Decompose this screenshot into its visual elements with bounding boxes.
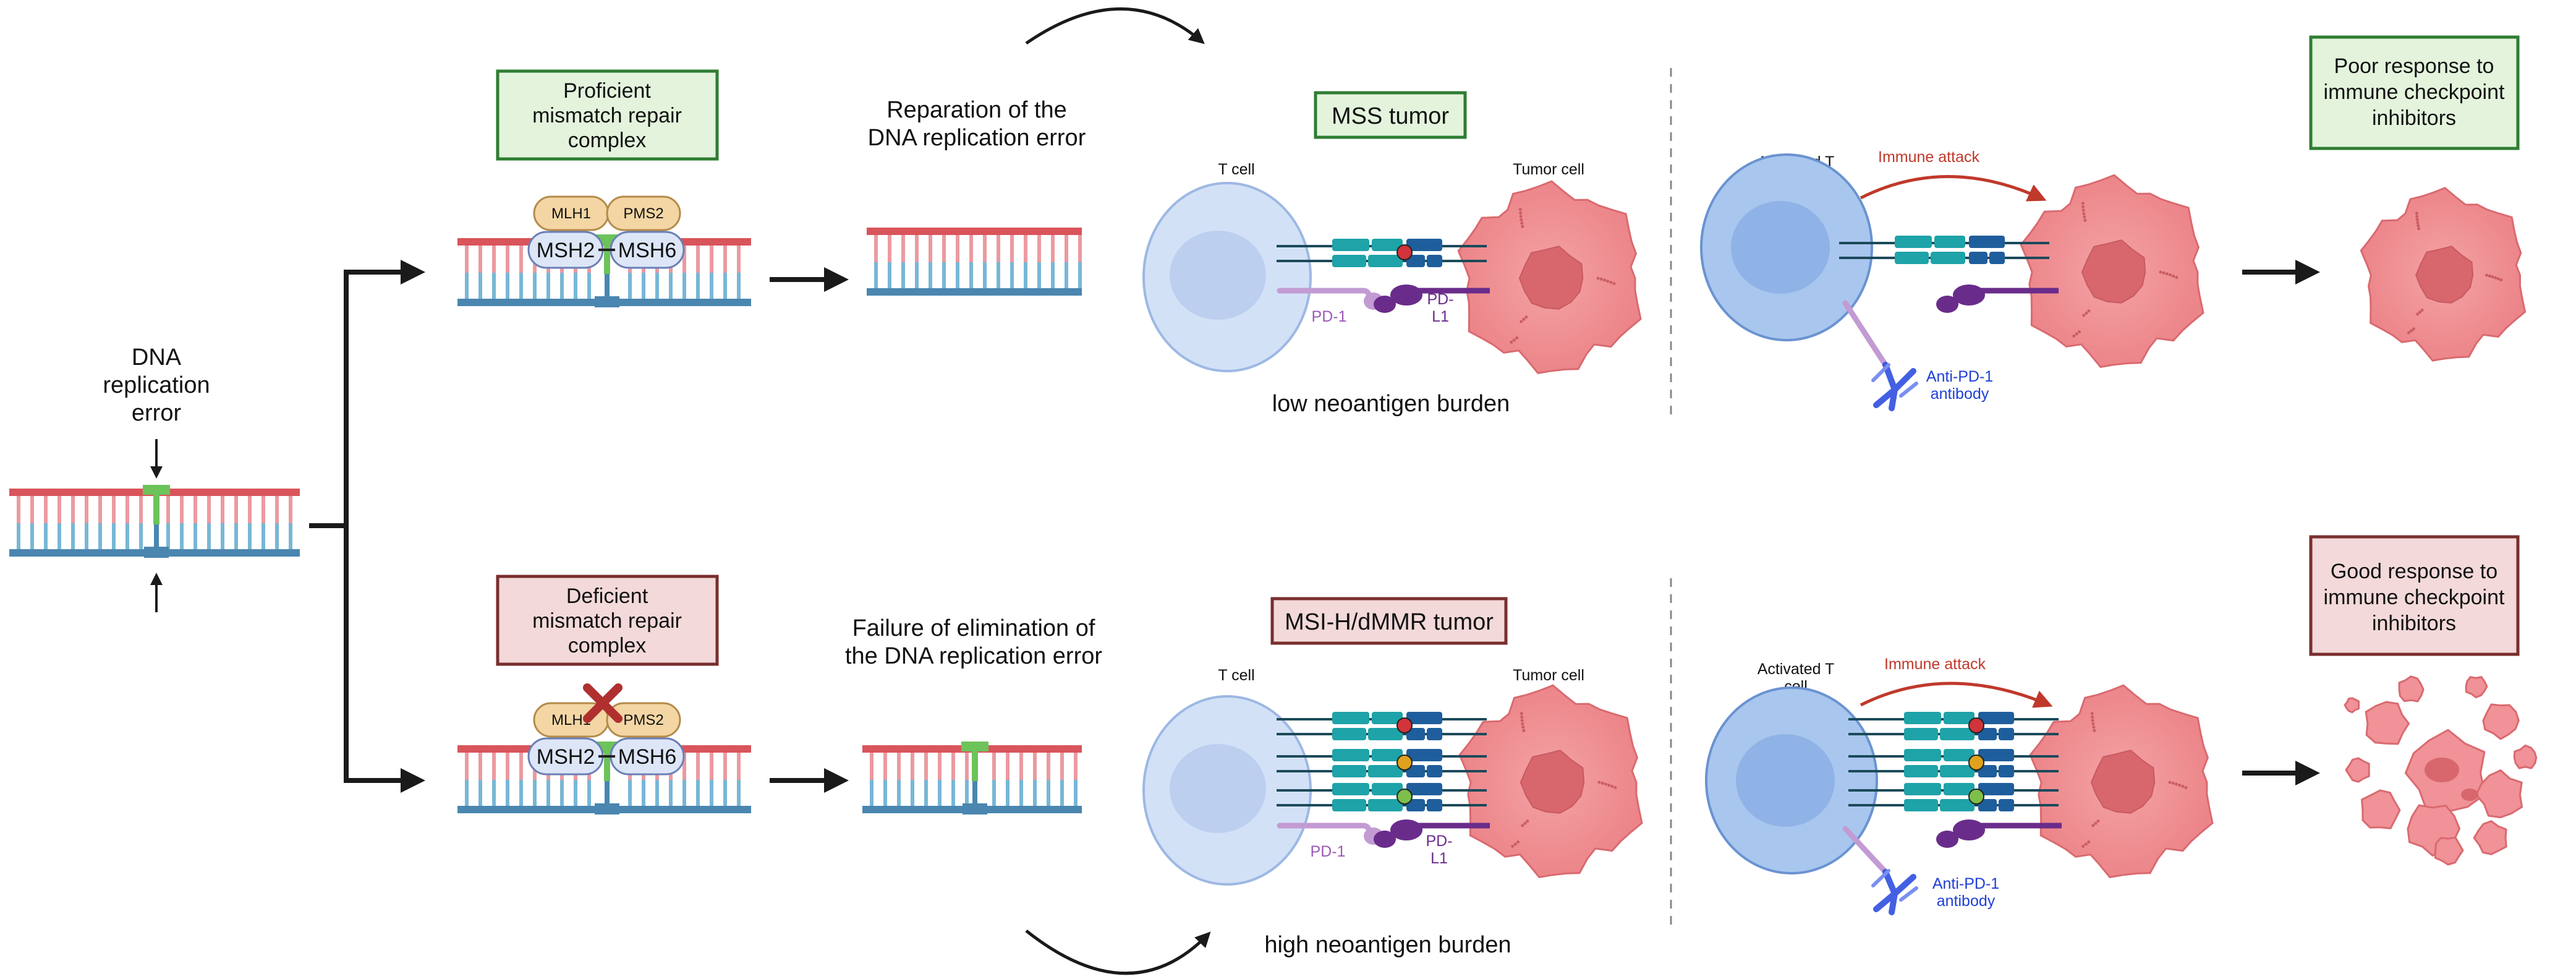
immune-attack-arrow-top [1860,175,2047,202]
proficient-box: Proficient mismatch repair complex [496,69,719,161]
burden-label-bottom: high neoantigen burden [1264,932,1511,958]
t-cell-top [1142,182,1312,372]
good-response-line-1: Good response to [2331,560,2497,583]
start-label-line-2: replication [103,372,210,398]
deficient-line-2: mismatch repair [532,609,682,633]
immune-attack-label-top: Immune attack [1878,148,1979,166]
tumor-cell-destroyed [2344,675,2538,866]
outcome-bottom-line-2: the DNA replication error [845,643,1102,669]
good-response-box: Good response to immune checkpoint inhib… [2309,535,2520,656]
start-label-line-1: DNA [132,344,182,370]
pdl1-free-top [1936,284,2059,313]
defect-cross-icon [583,683,623,723]
mss-tumor-box: MSS tumor [1314,91,1467,139]
tumor-cell-bottom [1458,684,1643,879]
poor-response-line-2: immune checkpoint [2324,80,2505,104]
protein-pms2-bottom: PMS2 [623,712,663,729]
outcome-bottom-line-1: Failure of elimination of [852,615,1095,641]
dna-repaired [867,228,1082,296]
protein-msh2-bottom: MSH2 [537,745,595,769]
proficient-line-1: Proficient [563,79,651,103]
pdl1-free-bottom [1936,819,2062,848]
branch-arrows [309,260,425,793]
outcome-top-line-2: DNA replication error [868,125,1086,151]
mmr-complex-bottom: MLH1 PMS2 MSH2 MSH6 [527,702,685,776]
immune-attack-arrow-bottom [1860,682,2053,708]
curved-arrow-top [1025,7,1205,45]
tcr-complex-activated-top [1839,236,2049,264]
tumor-cell-attacked-top [2020,174,2204,369]
dna-mmr-bottom [457,742,751,814]
deficient-line-3: complex [568,634,647,657]
dna-with-mismatch [9,485,300,558]
dna-unrepaired [862,742,1082,814]
activated-t-cell-bottom [1705,686,1878,874]
tumor-cell-intact [2360,187,2527,362]
pdl1-label-top-2: L1 [1432,308,1449,325]
antibody-label-bottom-1: Anti-PD-1 [1932,875,1999,892]
tcr-complexes-activated-bottom [1848,712,2059,811]
t-cell-bottom [1142,695,1312,886]
poor-response-line-3: inhibitors [2372,106,2456,130]
proficient-line-3: complex [568,129,647,152]
pdl1-label-bottom-1: PD- [1426,832,1452,850]
pdl1-label-top-1: PD- [1427,291,1453,308]
pd1-label-top: PD-1 [1312,308,1347,325]
protein-msh2-top: MSH2 [537,239,595,262]
activated-label-bottom-1: Activated T [1758,661,1835,678]
tcr-complex-top [1277,239,1487,267]
burden-label-top: low neoantigen burden [1272,391,1510,417]
tumor-cell-label-bottom: Tumor cell [1513,667,1584,684]
good-response-line-2: immune checkpoint [2324,586,2505,609]
outcome-top-line-1: Reparation of the [886,97,1067,123]
msi-tumor-label: MSI-H/dMMR tumor [1285,609,1494,635]
start-label-line-3: error [132,400,182,426]
branch-arrow-bottom [344,526,425,793]
msi-tumor-box: MSI-H/dMMR tumor [1270,597,1508,645]
dna-mmr-top [457,234,751,307]
tumor-cell-label-top: Tumor cell [1513,161,1584,178]
activated-t-cell-top [1700,153,1873,341]
protein-msh6-top: MSH6 [618,239,676,262]
good-response-line-3: inhibitors [2372,612,2456,635]
antibody-label-top-1: Anti-PD-1 [1926,368,1993,385]
protein-msh6-bottom: MSH6 [618,745,676,769]
start-label: DNA replication error [103,344,210,426]
pdl1-label-bottom-2: L1 [1430,850,1448,867]
protein-pms2-top: PMS2 [623,205,663,222]
pd1-pdl1-top [1277,284,1490,313]
outcome-bottom: Failure of elimination of the DNA replic… [845,615,1102,669]
poor-response-box: Poor response to immune checkpoint inhib… [2309,35,2520,150]
mss-tumor-label: MSS tumor [1332,103,1449,129]
antibody-label-bottom-2: antibody [1937,892,1996,910]
deficient-line-1: Deficient [566,584,648,608]
tumor-cell-attacked-bottom [2029,684,2214,879]
t-cell-label-bottom: T cell [1218,667,1254,684]
tcr-complexes-bottom [1277,712,1487,811]
antibody-label-top-2: antibody [1931,385,1989,403]
pd1-pdl1-bottom [1277,819,1490,848]
mmr-complex-top: MLH1 PMS2 MSH2 MSH6 [527,195,685,269]
poor-response-line-1: Poor response to [2334,54,2494,78]
branch-arrow-top [309,260,425,528]
proficient-line-2: mismatch repair [532,104,682,127]
protein-mlh1-top: MLH1 [551,205,591,222]
deficient-box: Deficient mismatch repair complex [496,575,719,666]
curved-arrow-bottom [1025,930,1211,975]
pd1-label-bottom: PD-1 [1311,843,1346,860]
immune-attack-label-bottom: Immune attack [1884,656,1986,673]
anti-pd1-antibody-top [1842,300,1918,411]
anti-pd1-antibody-bottom [1842,826,1918,915]
t-cell-label-top: T cell [1218,161,1254,178]
tumor-cell-top [1457,180,1642,375]
outcome-top: Reparation of the DNA replication error [868,97,1086,151]
